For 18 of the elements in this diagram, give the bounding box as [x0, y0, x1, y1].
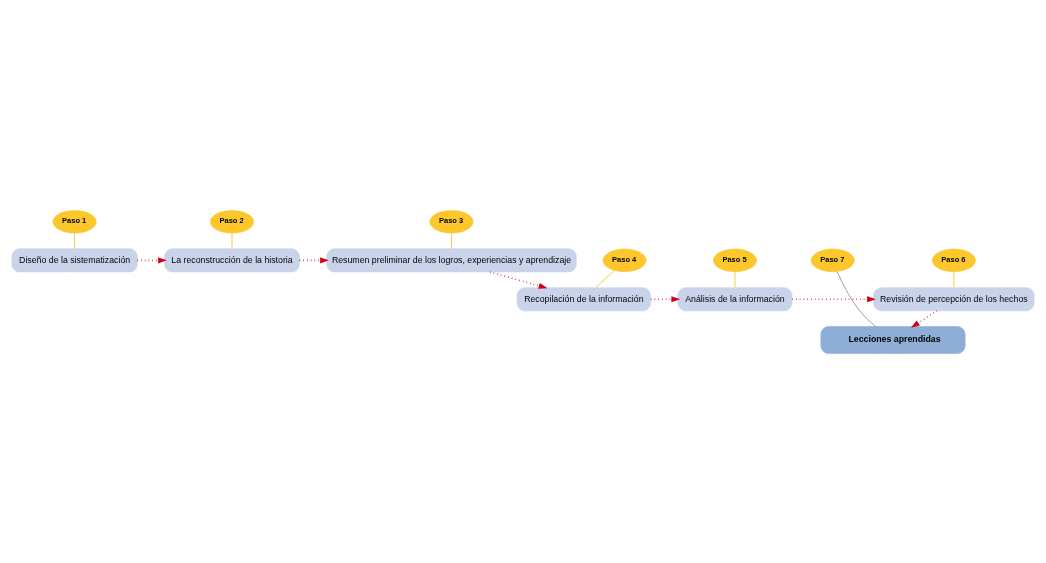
- connector: [451, 232, 452, 249]
- node-box: Diseño de la sistematización: [11, 247, 138, 272]
- connector: [953, 270, 955, 288]
- node-box: Recopilación de la información: [516, 286, 651, 311]
- connector: [836, 270, 876, 327]
- connector: [734, 270, 736, 288]
- node-box: Resumen preliminar de los logros, experiencias y aprendizaje: [326, 247, 577, 272]
- arrow: [791, 295, 876, 302]
- node-box: Análisis de la información: [677, 286, 793, 311]
- node-box: La reconstrucción de la historia: [164, 247, 300, 272]
- node-box: Revisión de percepción de los hechos: [873, 286, 1035, 311]
- connector: [595, 269, 615, 288]
- arrow: [136, 256, 167, 263]
- arrow: [910, 309, 938, 328]
- connector: [231, 232, 233, 249]
- arrow: [489, 270, 548, 289]
- connector: [74, 232, 76, 249]
- node-box: Lecciones aprendidas: [820, 325, 966, 354]
